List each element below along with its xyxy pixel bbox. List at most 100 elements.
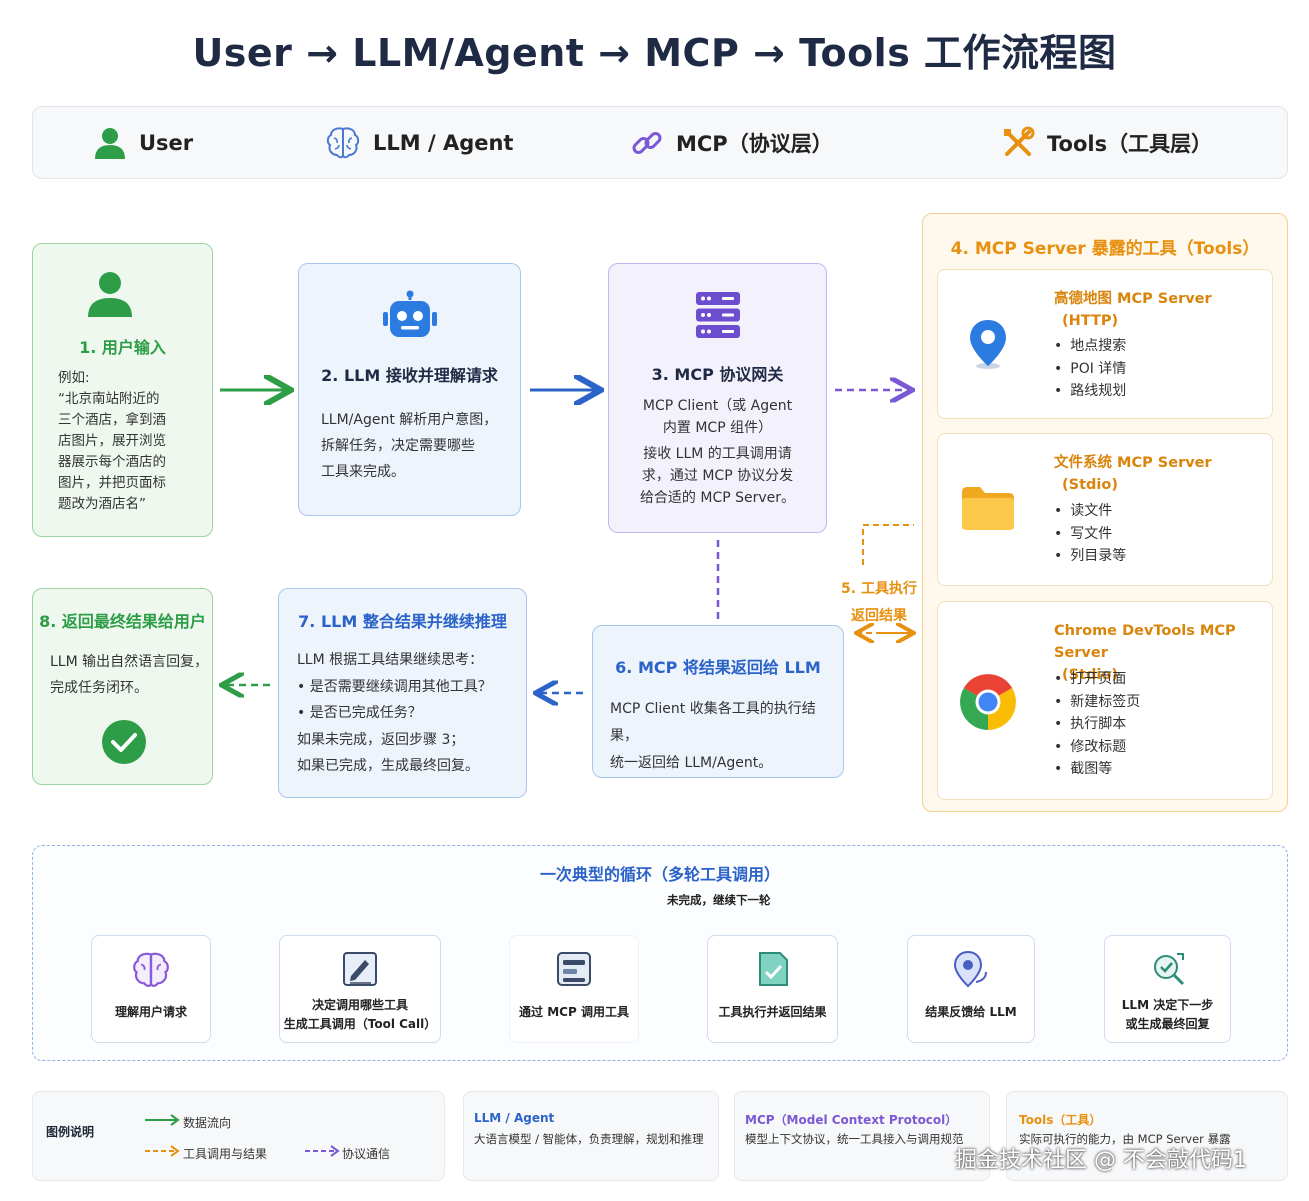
tool-list-item: 列目录等 (1054, 545, 1126, 568)
legend-llm-title: LLM / Agent (474, 1111, 555, 1125)
legend-tools-title: Tools（工具） (1019, 1113, 1102, 1127)
chrome-icon (960, 674, 1016, 730)
folder-icon (962, 487, 1014, 530)
step-4-card: 4. MCP Server 暴露的工具（Tools） 高德地图 MCP Serv… (922, 213, 1288, 812)
step-3-line: 给合适的 MCP Server。 (639, 490, 796, 506)
step-1-line: 例如: (58, 370, 90, 386)
tool-name-text: 文件系统 MCP Server (1054, 455, 1212, 471)
loop-back-label: 未完成，继续下一轮 (661, 892, 777, 908)
header-llm: LLM / Agent (325, 125, 513, 161)
header-user: User (93, 125, 193, 161)
step-8-line: 完成任务闭环。 (50, 680, 148, 696)
user-icon (88, 272, 132, 317)
tool-name-amap: 高德地图 MCP Server (HTTP) (1054, 288, 1212, 332)
step-3-line: MCP Client（或 Agent (642, 398, 793, 414)
loop-title: 一次典型的循环（多轮工具调用） (539, 865, 780, 884)
legend-tools-box: Tools（工具） 实际可执行的能力，由 MCP Server 暴露 (1006, 1091, 1288, 1181)
loop-step-label: 决定调用哪些工具 (311, 998, 408, 1012)
step-3-line: 求，通过 MCP 协议分发 (641, 468, 794, 484)
tool-list-item: 路线规划 (1054, 380, 1126, 403)
loop-step-label: 理解用户请求 (114, 1005, 187, 1019)
step-2-card: 2. LLM 接收并理解请求 LLM/Agent 解析用户意图， 拆解任务，决定… (298, 263, 521, 516)
step-8-card: 8. 返回最终结果给用户 LLM 输出自然语言回复， 完成任务闭环。 (32, 588, 213, 785)
decision-icon (1153, 953, 1184, 986)
legend-mcp-desc: 模型上下文协议，统一工具接入与调用规范 (745, 1132, 964, 1146)
legend-llm-box: LLM / Agent 大语言模型 / 智能体，负责理解，规划和推理 (463, 1091, 719, 1181)
legend-mcp-box: MCP（Model Context Protocol） 模型上下文协议，统一工具… (734, 1091, 990, 1181)
step-3-title: 3. MCP 协议网关 (651, 365, 784, 384)
loop-step-3: 通过 MCP 调用工具 (509, 935, 639, 1043)
legend-llm-desc: 大语言模型 / 智能体，负责理解，规划和推理 (474, 1132, 704, 1146)
tool-call-icon (557, 952, 591, 986)
legend-tools-desc: 实际可执行的能力，由 MCP Server 暴露 (1019, 1132, 1231, 1146)
header-mcp-label: MCP（协议层） (676, 132, 833, 156)
tool-list-item: 写文件 (1054, 523, 1126, 546)
loop-step-4: 工具执行并返回结果 (707, 935, 838, 1043)
watermark: 掘金技术社区 @ 不会敲代码1 (955, 1148, 1247, 1173)
orange-dashed-arrow-icon (145, 1145, 180, 1157)
tool-list-item: 地点搜索 (1054, 335, 1126, 358)
loop-step-label: 工具执行并返回结果 (718, 1005, 827, 1019)
header-llm-label: LLM / Agent (373, 131, 514, 155)
purple-dashed-arrow-icon (305, 1145, 340, 1157)
step-3-card: 3. MCP 协议网关 MCP Client（或 Agent 内置 MCP 组件… (608, 263, 827, 533)
tool-card-filesystem: 文件系统 MCP Server (Stdio) 读文件 写文件 列目录等 (937, 433, 1273, 586)
tool-name-text: 高德地图 MCP Server (1054, 291, 1212, 307)
loop-step-2: 决定调用哪些工具 生成工具调用（Tool Call） (279, 935, 441, 1043)
brain-icon (133, 952, 169, 987)
loop-step-label: 结果反馈给 LLM (925, 1005, 1017, 1019)
tool-name-filesystem: 文件系统 MCP Server (Stdio) (1054, 452, 1212, 496)
robot-icon (383, 290, 437, 337)
tool-list-amap: 地点搜索 POI 详情 路线规划 (1054, 335, 1126, 403)
header-tools-label: Tools（工具层） (1047, 132, 1213, 156)
loop-step-label: 生成工具调用（Tool Call） (283, 1017, 437, 1031)
step-1-line: 图片，并把页面标 (58, 475, 166, 491)
loop-section: 一次典型的循环（多轮工具调用） 未完成，继续下一轮 理解用户请求 决定调用哪些工… (32, 845, 1288, 1061)
step-3-line: 接收 LLM 的工具调用请 (643, 446, 792, 462)
loop-step-1: 理解用户请求 (91, 935, 211, 1043)
legend-protocol: 协议通信 (342, 1147, 391, 1161)
tool-list-item: 打开页面 (1054, 668, 1140, 691)
legend-mcp-title: MCP（Model Context Protocol） (745, 1113, 958, 1127)
step-1-title: 1. 用户输入 (79, 338, 166, 357)
step-2-line: 拆解任务，决定需要哪些 (321, 438, 475, 454)
step-7-card: 7. LLM 整合结果并继续推理 LLM 根据工具结果继续思考： • 是否需要继… (278, 588, 527, 798)
step-7-title: 7. LLM 整合结果并继续推理 (298, 612, 507, 631)
legend-title: 图例说明 (46, 1125, 95, 1139)
tool-transport-text: (HTTP) (1062, 313, 1119, 329)
legend-box: 图例说明 数据流向 工具调用与结果 协议通信 (32, 1091, 445, 1181)
header-mcp: MCP（协议层） (630, 125, 833, 161)
loop-step-6: LLM 决定下一步 或生成最终回复 (1104, 935, 1231, 1043)
loop-step-label: 或生成最终回复 (1125, 1017, 1210, 1031)
step-1-line: 题改为酒店名” (58, 496, 146, 512)
step-6-card: 6. MCP 将结果返回给 LLM MCP Client 收集各工具的执行结果，… (592, 625, 844, 778)
step-7-line: • 是否需要继续调用其他工具？ (297, 678, 492, 695)
header-bar: User LLM / Agent MCP（协议层） Tools（工具层） (32, 106, 1288, 179)
step-1-card: 1. 用户输入 例如: “北京南站附近的 三个酒店，拿到酒 店图片，展开浏览 器… (32, 243, 213, 537)
header-user-label: User (139, 131, 194, 155)
tool-list-item: 执行脚本 (1054, 713, 1140, 736)
step-6-line: MCP Client 收集各工具的执行结果， (610, 701, 816, 744)
step-5-label: 5. 工具执行 返回结果 (836, 576, 922, 630)
tool-card-amap: 高德地图 MCP Server (HTTP) 地点搜索 POI 详情 路线规划 (937, 269, 1273, 419)
tool-list-item: 修改标题 (1054, 736, 1140, 759)
tool-list-item: 截图等 (1054, 758, 1140, 781)
step-2-title: 2. LLM 接收并理解请求 (321, 366, 498, 385)
step-7-line: 如果未完成，返回步骤 3； (297, 731, 465, 748)
legend-tool-call: 工具调用与结果 (183, 1147, 268, 1161)
feedback-pin-icon (953, 950, 987, 988)
tool-list-item: POI 详情 (1054, 358, 1126, 381)
step-1-body: 例如: “北京南站附近的 三个酒店，拿到酒 店图片，展开浏览 器展示每个酒店的 … (58, 368, 166, 515)
step-2-body: LLM/Agent 解析用户意图， 拆解任务，决定需要哪些 工具来完成。 (321, 407, 497, 485)
link-icon (632, 132, 662, 154)
step-2-line: LLM/Agent 解析用户意图， (321, 412, 498, 428)
step-1-line: 三个酒店，拿到酒 (58, 412, 166, 428)
tool-list-item: 新建标签页 (1054, 691, 1140, 714)
tool-name-text: Chrome DevTools MCP Server (1054, 623, 1236, 661)
step-3-body: MCP Client（或 Agent 内置 MCP 组件） 接收 LLM 的工具… (609, 395, 826, 509)
step-8-title: 8. 返回最终结果给用户 (39, 612, 206, 631)
step-8-line: LLM 输出自然语言回复， (50, 654, 209, 670)
edit-document-icon (343, 952, 377, 986)
step-2-line: 工具来完成。 (321, 464, 405, 480)
header-tools: Tools（工具层） (1001, 125, 1212, 161)
